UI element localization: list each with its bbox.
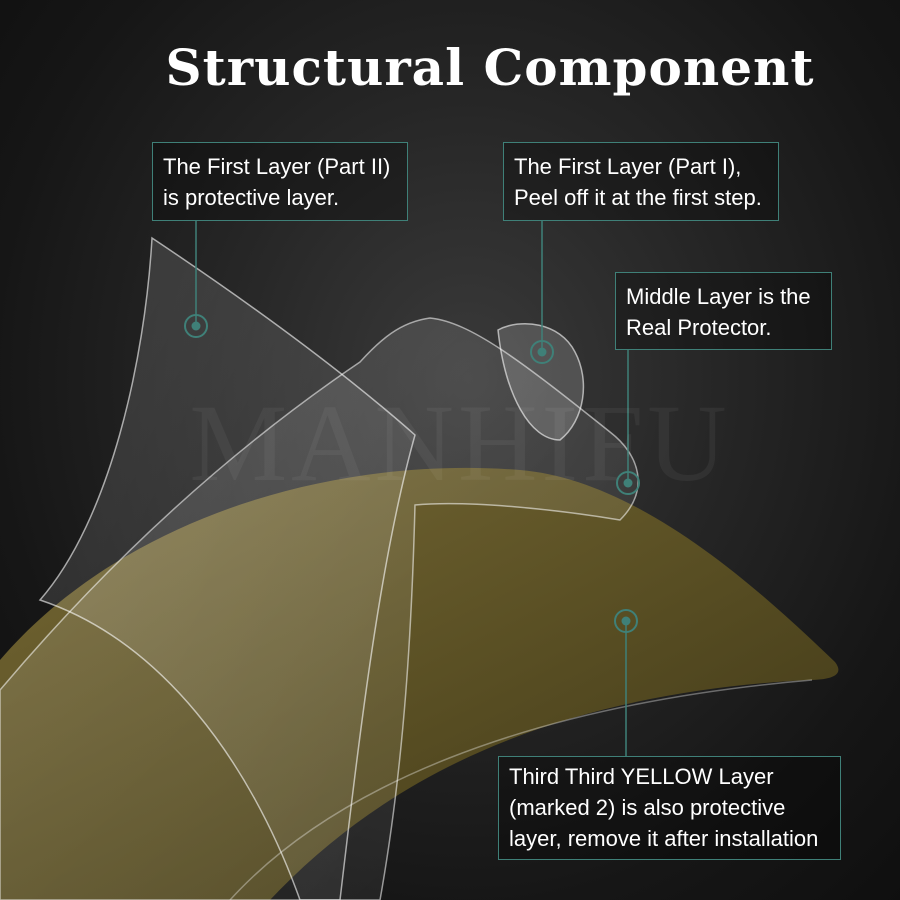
first-layer-part2 bbox=[38, 236, 416, 900]
callout-line: Middle Layer is the bbox=[626, 284, 811, 309]
callout-line: (marked 2) is also protective bbox=[509, 795, 786, 820]
callout-line: Peel off it at the first step. bbox=[514, 185, 762, 210]
marker-part1 bbox=[530, 340, 554, 364]
page-title: Structural Component bbox=[165, 38, 815, 97]
callout-third-yellow-layer: Third Third YELLOW Layer (marked 2) is a… bbox=[498, 756, 841, 860]
callout-line: is protective layer. bbox=[163, 185, 340, 210]
marker-yellow bbox=[614, 609, 638, 633]
callout-first-layer-part1: The First Layer (Part I), Peel off it at… bbox=[503, 142, 779, 221]
callout-line: The First Layer (Part II) bbox=[163, 154, 391, 179]
marker-middle bbox=[616, 471, 640, 495]
watermark-text: MANHIFU bbox=[189, 382, 731, 504]
callout-line: layer, remove it after installation bbox=[509, 826, 819, 851]
callout-middle-layer: Middle Layer is the Real Protector. bbox=[615, 272, 832, 350]
callout-line: Third Third YELLOW Layer bbox=[509, 764, 774, 789]
marker-part2 bbox=[184, 314, 208, 338]
callout-line: Real Protector. bbox=[626, 315, 772, 340]
callout-first-layer-part2: The First Layer (Part II) is protective … bbox=[152, 142, 408, 221]
first-layer-part1 bbox=[497, 323, 585, 441]
callout-line: The First Layer (Part I), bbox=[514, 154, 742, 179]
